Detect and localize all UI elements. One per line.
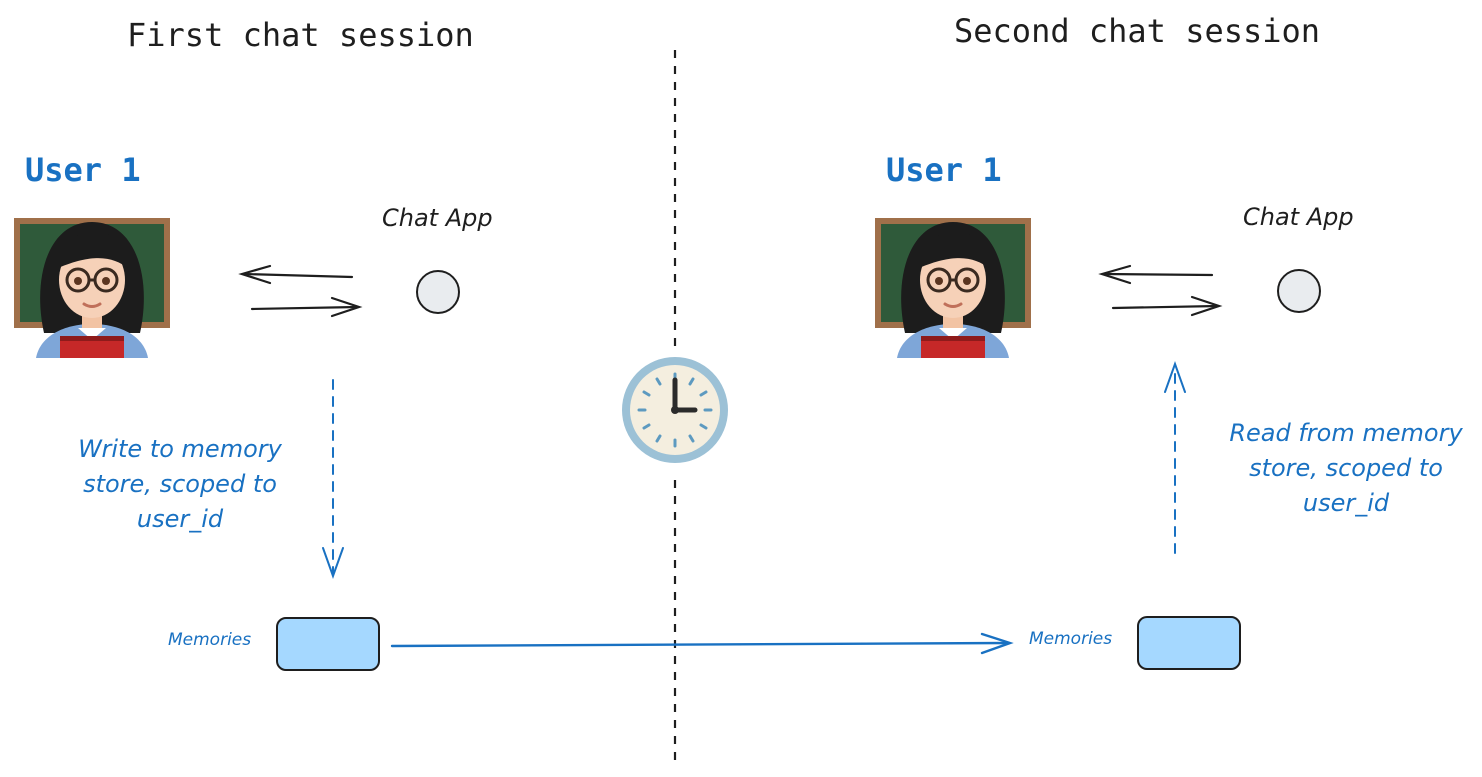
exchange-arrows-left: [238, 264, 363, 318]
read-arrow: [1164, 361, 1186, 554]
exchange-arrows-right: [1098, 264, 1223, 317]
write-note: Write to memory store, scoped to user_id: [78, 435, 282, 533]
chat-app-node-right: [1277, 269, 1321, 313]
memory-persist-arrow: [390, 632, 1014, 655]
memories-label-left: Memories: [168, 630, 252, 650]
user-label-left: User 1: [25, 151, 141, 189]
chat-app-label-right: Chat App: [1243, 203, 1354, 231]
user-avatar-left: [12, 216, 172, 360]
session-title-left: First chat session: [127, 16, 474, 54]
read-note: Read from memory store, scoped to user_i…: [1229, 419, 1463, 517]
user-avatar-right: [873, 216, 1033, 360]
user-label-right: User 1: [886, 151, 1002, 189]
memories-label-right: Memories: [1029, 629, 1113, 649]
chat-app-label-left: Chat App: [382, 204, 493, 232]
memory-store-right: [1137, 616, 1241, 670]
chat-app-node-left: [416, 270, 460, 314]
write-arrow: [322, 379, 344, 579]
memory-store-left: [276, 617, 380, 671]
session-title-right: Second chat session: [954, 12, 1321, 50]
clock-icon: [622, 357, 728, 463]
